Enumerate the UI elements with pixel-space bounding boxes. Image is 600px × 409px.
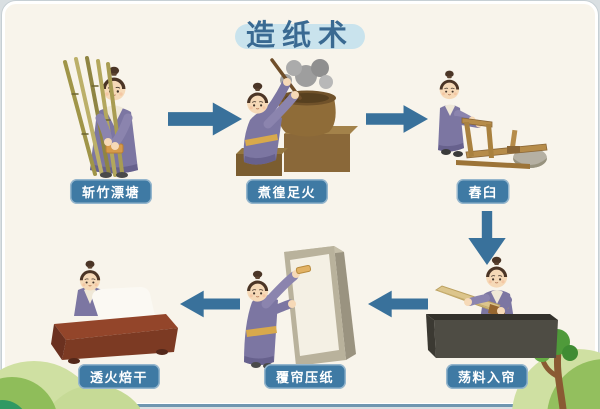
arrow-left-icon	[180, 290, 240, 318]
step-label-5: 覆帘压纸	[263, 364, 347, 389]
step-5-illustration-press-board	[244, 246, 356, 369]
step-label-1: 斩竹漂塘	[69, 179, 153, 204]
card-bottom-accent	[64, 404, 536, 407]
poster-title: 造纸术	[0, 10, 600, 54]
arrow-down-icon	[468, 211, 506, 265]
flow-arrow-5	[180, 288, 240, 320]
step-1-illustration-chop-bamboo	[63, 56, 138, 178]
page-title: 造纸术	[245, 18, 354, 52]
step-6-illustration-drying	[51, 260, 178, 364]
step-4-illustration-pulp-vat	[426, 256, 558, 358]
hills-left-decoration	[0, 361, 140, 409]
step-label-6: 透火焙干	[77, 364, 161, 389]
step-label-2: 煮徨足火	[245, 179, 329, 204]
step-label-3: 舂臼	[456, 179, 510, 204]
title-highlight-pill	[235, 24, 365, 49]
step-3-illustration-mortar	[438, 70, 548, 169]
arrow-left-icon	[368, 290, 428, 318]
flow-arrow-2	[366, 103, 428, 135]
arrow-right-icon	[366, 105, 428, 133]
flow-arrow-4	[368, 288, 428, 320]
step-2-illustration-boiling	[236, 58, 358, 176]
flow-arrow-1	[168, 102, 242, 136]
step-label-4: 荡料入帘	[445, 364, 529, 389]
flow-arrow-3	[468, 211, 506, 265]
arrow-right-icon	[168, 102, 242, 136]
